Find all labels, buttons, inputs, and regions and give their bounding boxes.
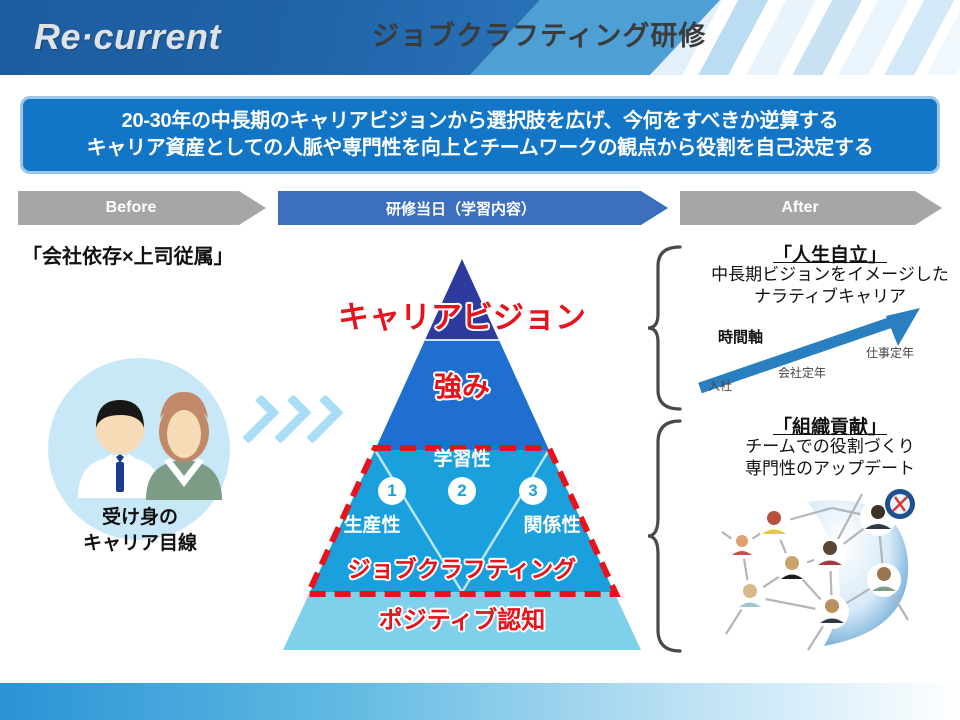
- after-top-subtitle: 中長期ビジョンをイメージした ナラティブキャリア: [690, 264, 960, 308]
- after-bottom-title: 「組織貢献」: [772, 417, 887, 438]
- network-svg: [721, 489, 915, 651]
- phase-banner-after: After: [680, 191, 942, 225]
- pyramid-label-learning: 学習性: [433, 449, 491, 470]
- pyramid-apex-layer: [425, 259, 499, 340]
- timeline-tick-mid: 会社定年: [778, 366, 827, 380]
- after-bottom-subtitle-line-1: チームでの役割づくり: [745, 437, 915, 456]
- slide-header: Re·current ジョブクラフティング研修: [0, 0, 960, 75]
- timeline-arrow: [698, 308, 920, 394]
- key-message-line-1: 20-30年の中長期のキャリアビジョンから選択肢を広げ、今何をすべきか逆算する: [121, 110, 839, 133]
- brace-upper: [648, 245, 682, 411]
- pyramid-label-positive-cognition: ポジティブ認知: [378, 607, 546, 634]
- after-top-subtitle-line-1: 中長期ビジョンをイメージした: [711, 265, 949, 284]
- after-top-subtitle-line-2: ナラティブキャリア: [754, 287, 906, 307]
- male-avatar: [78, 400, 162, 498]
- network-person-nodes: [729, 500, 901, 629]
- timeline-tick-end: 仕事定年: [866, 346, 915, 360]
- pyramid-base-layer: [283, 592, 641, 650]
- timeline-axis-label: 時間軸: [718, 329, 764, 346]
- before-caption: 「会社依存×上司従属」: [22, 246, 234, 268]
- key-message-box: 20-30年の中長期のキャリアビジョンから選択肢を広げ、今何をすべきか逆算する …: [20, 96, 940, 174]
- before-summary-label: 受け身の キャリア目線: [40, 505, 240, 556]
- phase-banner-before: Before: [18, 191, 266, 225]
- slide-footer-bar: [0, 683, 960, 720]
- after-bottom-subtitle-line-2: 専門性のアップデート: [745, 459, 915, 479]
- pyramid-number-badge-1: 1: [378, 477, 406, 505]
- after-bottom-subtitle: チームでの役割づくり 専門性のアップデート: [690, 436, 960, 480]
- pyramid-label-job-crafting: ジョブクラフティング: [347, 556, 577, 582]
- header-blue-band: [0, 0, 540, 75]
- learning-pyramid: キャリアビジョン 強み 学習性 生産性 関係性 ジョブクラフティング ポジティブ…: [283, 252, 641, 650]
- compass-icon: [885, 489, 915, 519]
- after-top-title: 「人生自立」: [772, 245, 887, 266]
- pyramid-label-productivity: 生産性: [343, 515, 401, 536]
- before-summary-line-2: キャリア目線: [82, 532, 197, 554]
- pyramid-label-vision: キャリアビジョン: [338, 300, 586, 335]
- pyramid-number-badge-3: 3: [519, 477, 547, 505]
- timeline-tick-start: 入社: [708, 379, 733, 393]
- persons-svg: [78, 392, 222, 500]
- page-title: ジョブクラフティング研修: [372, 21, 707, 51]
- pyramid-number-badge-2: 2: [448, 477, 476, 505]
- female-avatar: [146, 392, 222, 500]
- job-crafting-dashed-outline: [303, 445, 621, 597]
- team-network-illustration: [712, 484, 948, 652]
- pyramid-strength-layer: [375, 340, 549, 450]
- phase-banner-during: 研修当日（学習内容）: [278, 191, 668, 225]
- brand-logo: Re·current: [34, 16, 222, 57]
- pyramid-label-relationship: 関係性: [523, 515, 581, 536]
- pyramid-label-strength: 強み: [433, 371, 490, 402]
- key-message-line-2: キャリア資産としての人脈や専門性を向上とチームワークの観点から役割を自己決定する: [86, 137, 874, 159]
- before-persons-illustration: [48, 358, 230, 540]
- before-summary-line-1: 受け身の: [101, 507, 178, 528]
- brace-lower: [648, 419, 682, 653]
